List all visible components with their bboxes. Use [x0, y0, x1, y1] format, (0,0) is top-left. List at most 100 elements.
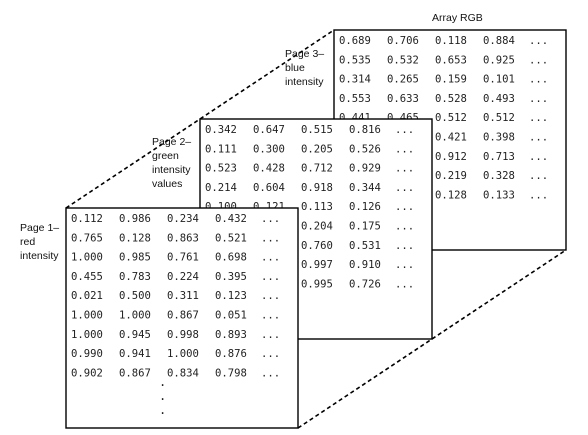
page-2-cell-r6-c3: 0.531 — [349, 240, 381, 252]
page-3-cell-r1-c2: 0.653 — [435, 54, 467, 66]
page-3-cell-r5-c2: 0.421 — [435, 132, 467, 144]
page-1-cell-r5-c4: ... — [261, 310, 280, 322]
page-2-cell-r3-c4: ... — [395, 182, 414, 194]
page-1-cell-r4-c1: 0.500 — [119, 290, 151, 302]
array-title: Array RGB — [432, 12, 483, 24]
page-3-cell-r0-c3: 0.884 — [483, 35, 515, 47]
page-3-label-line: intensity — [285, 76, 324, 88]
page-1-cell-r2-c2: 0.761 — [167, 252, 199, 264]
page-1-continuation-dots: ... — [159, 375, 166, 417]
page-3-cell-r2-c3: 0.101 — [483, 74, 515, 86]
page-3-cell-r7-c4: ... — [529, 170, 548, 182]
page-3-cell-r0-c0: 0.689 — [339, 35, 371, 47]
page-1-label-line: Page 1– — [20, 222, 59, 234]
page-2-cell-r0-c1: 0.647 — [253, 124, 285, 136]
continuation-dot: . — [159, 389, 166, 403]
page-1-cell-r6-c1: 0.945 — [119, 329, 151, 341]
page-3-cell-r4-c4: ... — [529, 112, 548, 124]
page-1-cell-r4-c2: 0.311 — [167, 290, 199, 302]
page-3-cell-r1-c4: ... — [529, 54, 548, 66]
page-1-cell-r1-c1: 0.128 — [119, 232, 151, 244]
page-2-cell-r2-c0: 0.523 — [205, 163, 237, 175]
page-1-cell-r7-c0: 0.990 — [71, 348, 103, 360]
page-1-cell-r4-c4: ... — [261, 290, 280, 302]
page-3-cell-r3-c4: ... — [529, 93, 548, 105]
page-3-cell-r7-c2: 0.219 — [435, 170, 467, 182]
page-3-cell-r1-c3: 0.925 — [483, 54, 515, 66]
page-1-cell-r5-c2: 0.867 — [167, 310, 199, 322]
page-1-cell-r1-c0: 0.765 — [71, 232, 103, 244]
page-2-cell-r3-c1: 0.604 — [253, 182, 285, 194]
continuation-dot: . — [159, 403, 166, 417]
page-3-cell-r5-c3: 0.398 — [483, 132, 515, 144]
page-2-label-line: green — [152, 150, 179, 162]
page-2-cell-r6-c2: 0.760 — [301, 240, 333, 252]
page-3-cell-r2-c4: ... — [529, 74, 548, 86]
page-2-cell-r0-c3: 0.816 — [349, 124, 381, 136]
page-1-cell-r7-c1: 0.941 — [119, 348, 151, 360]
page-1-cell-r0-c0: 0.112 — [71, 213, 103, 225]
page-2-cell-r8-c2: 0.995 — [301, 278, 333, 290]
page-1-cell-r5-c1: 1.000 — [119, 310, 151, 322]
page-3-cell-r2-c2: 0.159 — [435, 74, 467, 86]
page-1-cell-r0-c1: 0.986 — [119, 213, 151, 225]
page-1-cell-r0-c4: ... — [261, 213, 280, 225]
page-2-cell-r1-c4: ... — [395, 143, 414, 155]
page-1-label-line: red — [20, 236, 35, 248]
page-3-cell-r8-c4: ... — [529, 189, 548, 201]
page-3-cell-r8-c2: 0.128 — [435, 189, 467, 201]
page-3-cell-r2-c1: 0.265 — [387, 74, 419, 86]
page-3-cell-r0-c1: 0.706 — [387, 35, 419, 47]
page-2-cell-r2-c1: 0.428 — [253, 163, 285, 175]
page-1-cell-r5-c3: 0.051 — [215, 310, 247, 322]
page-1-cell-r8-c3: 0.798 — [215, 367, 247, 379]
page-1-cell-r5-c0: 1.000 — [71, 310, 103, 322]
page-1-frame — [65, 207, 299, 429]
page-1-cell-r3-c3: 0.395 — [215, 271, 247, 283]
page-3-cell-r1-c1: 0.532 — [387, 54, 419, 66]
page-3-cell-r6-c4: ... — [529, 151, 548, 163]
page-3-cell-r3-c1: 0.633 — [387, 93, 419, 105]
page-2-cell-r3-c2: 0.918 — [301, 182, 333, 194]
page-2-cell-r2-c3: 0.929 — [349, 163, 381, 175]
page-1-cell-r2-c1: 0.985 — [119, 252, 151, 264]
page-2-cell-r3-c0: 0.214 — [205, 182, 237, 194]
depth-edge-bottom-right — [297, 249, 567, 429]
page-3-cell-r5-c4: ... — [529, 132, 548, 144]
page-2-cell-r2-c2: 0.712 — [301, 163, 333, 175]
page-1-cell-r6-c3: 0.893 — [215, 329, 247, 341]
page-1-cell-r8-c0: 0.902 — [71, 367, 103, 379]
page-2-cell-r7-c4: ... — [395, 259, 414, 271]
page-1-cell-r3-c0: 0.455 — [71, 271, 103, 283]
page-3-cell-r3-c3: 0.493 — [483, 93, 515, 105]
page-1-cell-r0-c3: 0.432 — [215, 213, 247, 225]
page-1-cell-r2-c3: 0.698 — [215, 252, 247, 264]
page-1-cell-r7-c3: 0.876 — [215, 348, 247, 360]
page-1-cell-r1-c2: 0.863 — [167, 232, 199, 244]
page-3-cell-r0-c2: 0.118 — [435, 35, 467, 47]
page-3-cell-r8-c3: 0.133 — [483, 189, 515, 201]
page-3-label-line: blue — [285, 62, 305, 74]
page-1-cell-r7-c2: 1.000 — [167, 348, 199, 360]
page-2-cell-r5-c3: 0.175 — [349, 221, 381, 233]
page-2-cell-r0-c0: 0.342 — [205, 124, 237, 136]
page-1-cell-r6-c4: ... — [261, 329, 280, 341]
page-2-cell-r1-c3: 0.526 — [349, 143, 381, 155]
page-2-label-line: values — [152, 178, 182, 190]
page-1-cell-r1-c4: ... — [261, 232, 280, 244]
page-1-label-line: intensity — [20, 250, 59, 262]
page-1-cell-r3-c4: ... — [261, 271, 280, 283]
page-1-cell-r2-c4: ... — [261, 252, 280, 264]
page-3-cell-r7-c3: 0.328 — [483, 170, 515, 182]
page-1-cell-r4-c0: 0.021 — [71, 290, 103, 302]
page-3-cell-r4-c2: 0.512 — [435, 112, 467, 124]
page-2-cell-r1-c1: 0.300 — [253, 143, 285, 155]
